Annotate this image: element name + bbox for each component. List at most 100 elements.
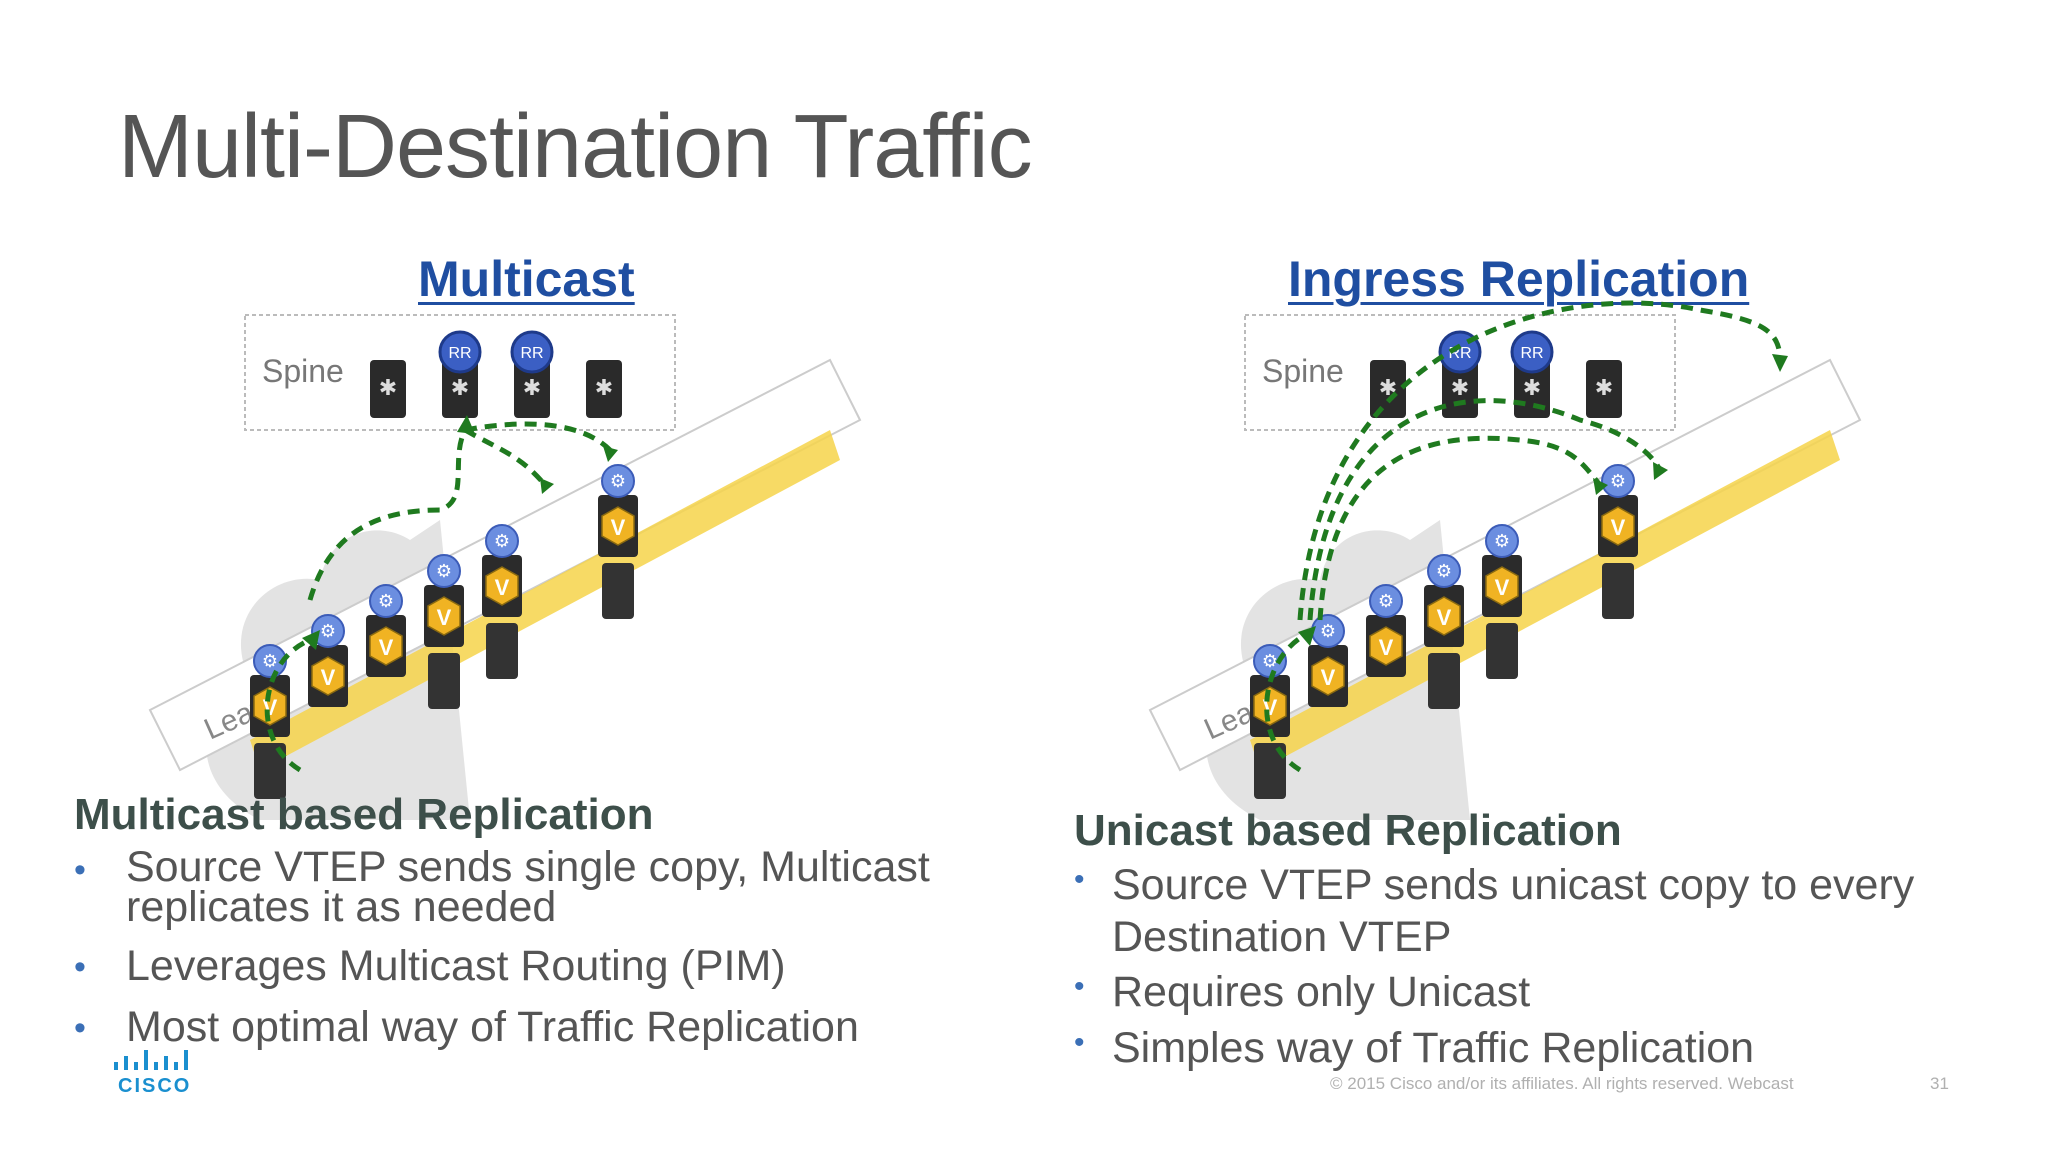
arrow-head bbox=[1593, 478, 1608, 495]
vtep-icon: V⚙ bbox=[1366, 584, 1406, 677]
vtep-icon: V⚙ bbox=[1308, 614, 1348, 707]
arrow-head bbox=[1298, 626, 1316, 646]
arrow-head bbox=[457, 415, 475, 434]
svg-text:✱: ✱ bbox=[1523, 375, 1541, 400]
vtep-icon: V⚙ bbox=[1482, 524, 1522, 617]
spine-switch-icon: ✱ bbox=[514, 360, 550, 418]
svg-text:V: V bbox=[1321, 665, 1336, 690]
arrow-head bbox=[540, 478, 554, 494]
leaf-bar bbox=[1250, 430, 1840, 770]
bullet-item: Source VTEP sends single copy, Multicast… bbox=[74, 845, 1014, 928]
bullet-item: Most optimal way of Traffic Replication bbox=[74, 1006, 1014, 1051]
spine-switch-icon: ✱ bbox=[370, 360, 406, 418]
page-number: 31 bbox=[1930, 1074, 1949, 1093]
server-icon bbox=[1428, 653, 1460, 709]
svg-text:V: V bbox=[437, 605, 452, 630]
server-icon bbox=[602, 563, 634, 619]
slide-title: Multi-Destination Traffic bbox=[118, 97, 1033, 197]
multicast-section-title: Multicast based Replication bbox=[74, 790, 654, 839]
leaf-bar bbox=[250, 430, 840, 770]
server-icon bbox=[1486, 623, 1518, 679]
arrow-head bbox=[1772, 354, 1788, 372]
rr-badge bbox=[1510, 330, 1554, 374]
server-icon bbox=[1602, 563, 1634, 619]
svg-text:⚙: ⚙ bbox=[1494, 531, 1510, 551]
cisco-logo-text: CISCO bbox=[118, 1075, 191, 1097]
rr-label: RR bbox=[448, 345, 471, 362]
unicast-bullet-list: Source VTEP sends unicast copy to every … bbox=[1074, 860, 2014, 1078]
rr-label: RR bbox=[1520, 345, 1543, 362]
multicast-bullet-list: Source VTEP sends single copy, Multicast… bbox=[74, 845, 1014, 1067]
replication-arrow bbox=[1264, 632, 1307, 773]
rr-badge bbox=[438, 330, 482, 374]
svg-text:V: V bbox=[379, 635, 394, 660]
unicast-section-title: Unicast based Replication bbox=[1074, 806, 1622, 855]
svg-text:⚙: ⚙ bbox=[1262, 651, 1278, 671]
cisco-logo-icon: CISCO bbox=[114, 1050, 191, 1097]
svg-text:V: V bbox=[611, 515, 626, 540]
vtep-icon: V⚙ bbox=[1250, 644, 1290, 737]
svg-text:⚙: ⚙ bbox=[1610, 471, 1626, 491]
svg-text:⚙: ⚙ bbox=[494, 531, 510, 551]
svg-text:⚙: ⚙ bbox=[436, 561, 452, 581]
svg-text:⚙: ⚙ bbox=[610, 471, 626, 491]
server-icon bbox=[428, 653, 460, 709]
spine-label: Spine bbox=[262, 353, 344, 389]
replication-arrow bbox=[464, 421, 612, 452]
arrow-head bbox=[603, 446, 618, 462]
vtep-icon: V⚙ bbox=[308, 614, 348, 707]
vtep-icon: V⚙ bbox=[1424, 554, 1464, 647]
copyright-footer: © 2015 Cisco and/or its affiliates. All … bbox=[1330, 1074, 1794, 1093]
svg-text:⚙: ⚙ bbox=[1378, 591, 1394, 611]
spine-switch-icon: ✱ bbox=[442, 360, 478, 418]
replication-arrow bbox=[463, 427, 547, 487]
svg-text:V: V bbox=[1379, 635, 1394, 660]
vtep-icon: V⚙ bbox=[598, 464, 638, 557]
server-icon bbox=[486, 623, 518, 679]
svg-text:V: V bbox=[321, 665, 336, 690]
arrow-head bbox=[1653, 462, 1668, 480]
vtep-icon: V⚙ bbox=[482, 524, 522, 617]
arrow-head bbox=[302, 630, 320, 650]
bullet-item: Source VTEP sends unicast copy to every … bbox=[1074, 860, 2014, 963]
svg-text:⚙: ⚙ bbox=[262, 651, 278, 671]
spine-label: Spine bbox=[1262, 353, 1344, 389]
rr-label: RR bbox=[520, 345, 543, 362]
vtep-icon: V⚙ bbox=[366, 584, 406, 677]
svg-text:V: V bbox=[495, 575, 510, 600]
ingress-replication-heading: Ingress Replication bbox=[1288, 251, 1750, 307]
server-icon bbox=[254, 743, 286, 799]
multicast-diagram: Spine Leaf ✱ ✱ ✱ ✱ RR RR V⚙V⚙V⚙V⚙V⚙V⚙ bbox=[140, 300, 900, 820]
replication-arrow bbox=[264, 637, 311, 773]
bullet-item: Requires only Unicast bbox=[1074, 967, 2014, 1019]
rr-badge bbox=[510, 330, 554, 374]
vtep-icon: V⚙ bbox=[250, 644, 290, 737]
spine-switch-icon: ✱ bbox=[586, 360, 622, 418]
spine-switch-icon: ✱ bbox=[1370, 360, 1406, 418]
multicast-heading: Multicast bbox=[418, 251, 635, 307]
ingress-diagram-svg: Spine Leaf ✱ ✱ ✱ ✱ RR RR V⚙V⚙V⚙V⚙V⚙V⚙ bbox=[1148, 300, 1862, 820]
svg-text:⚙: ⚙ bbox=[320, 621, 336, 641]
spine-switch-icon: ✱ bbox=[1586, 360, 1622, 418]
replication-arrow bbox=[1297, 300, 1783, 621]
ingress-replication-diagram: Spine Leaf ✱ ✱ ✱ ✱ RR RR V⚙V⚙V⚙V⚙V⚙V⚙ bbox=[1140, 300, 1900, 820]
spine-switch-icon: ✱ bbox=[1442, 360, 1478, 418]
svg-text:✱: ✱ bbox=[523, 375, 541, 400]
bullet-item: Simples way of Traffic Replication bbox=[1074, 1023, 2014, 1075]
svg-text:⚙: ⚙ bbox=[378, 591, 394, 611]
replication-arrow bbox=[307, 428, 468, 601]
svg-text:✱: ✱ bbox=[595, 375, 613, 400]
multicast-diagram-svg: Spine Leaf ✱ ✱ ✱ ✱ RR RR V⚙V⚙V⚙V⚙V⚙V⚙ bbox=[148, 314, 862, 820]
svg-text:✱: ✱ bbox=[1595, 375, 1613, 400]
svg-text:✱: ✱ bbox=[1451, 375, 1469, 400]
replication-arrow bbox=[1317, 435, 1602, 621]
bullet-item: Leverages Multicast Routing (PIM) bbox=[74, 945, 1014, 990]
svg-text:V: V bbox=[1611, 515, 1626, 540]
svg-text:V: V bbox=[1495, 575, 1510, 600]
svg-text:✱: ✱ bbox=[379, 375, 397, 400]
vtep-icon: V⚙ bbox=[424, 554, 464, 647]
vtep-icon: V⚙ bbox=[1598, 464, 1638, 557]
svg-text:✱: ✱ bbox=[451, 375, 469, 400]
replication-arrow bbox=[1307, 398, 1663, 621]
svg-text:V: V bbox=[1437, 605, 1452, 630]
